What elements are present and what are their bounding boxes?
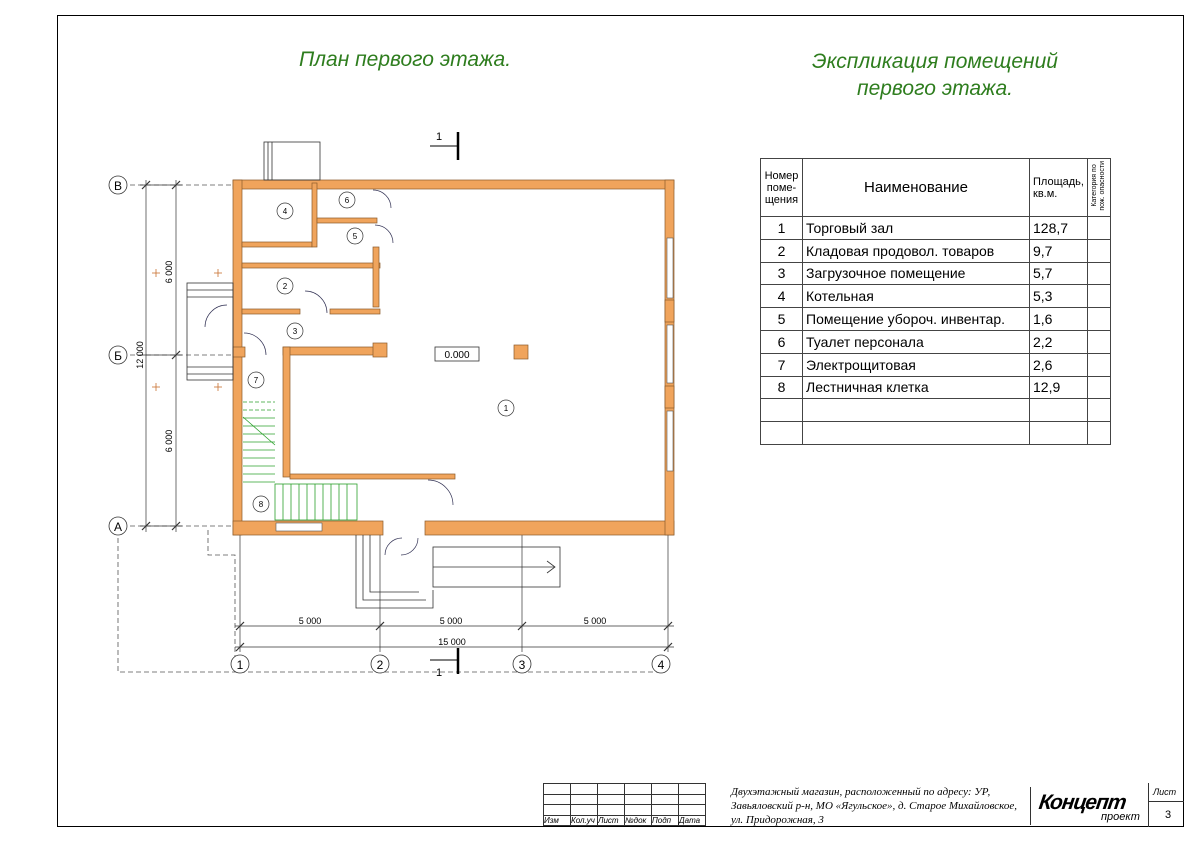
company-logo: Концепт проект bbox=[1030, 787, 1149, 825]
room-bubble bbox=[338, 191, 356, 209]
stamp-col-label: №док bbox=[624, 814, 652, 826]
stamp-cell bbox=[678, 793, 706, 805]
room-area: 1,6 bbox=[1029, 307, 1088, 331]
stamp-cell bbox=[678, 804, 706, 816]
room-category bbox=[1086, 421, 1111, 445]
room-number-label: 1 bbox=[504, 404, 509, 413]
stairs bbox=[242, 401, 358, 521]
axis-col-2: 2 bbox=[377, 658, 384, 672]
stamp-cell bbox=[570, 793, 598, 805]
stamp-cell bbox=[543, 783, 571, 795]
room-area: 5,3 bbox=[1029, 284, 1088, 309]
room-number-label: 7 bbox=[254, 376, 259, 385]
header-room-name: Наименование bbox=[802, 158, 1030, 217]
room-bubble bbox=[286, 322, 304, 340]
table-row bbox=[760, 398, 1111, 423]
room-name bbox=[802, 421, 1030, 445]
explication-title: Экспликация помещений первого этажа. bbox=[780, 48, 1090, 102]
section-mark-bottom: 1 bbox=[436, 667, 442, 679]
explication-title-line-2: первого этажа. bbox=[857, 77, 1013, 100]
dim-total: 15 000 bbox=[438, 637, 466, 647]
stamp-cell bbox=[624, 793, 652, 805]
stamp-col-label: Изм bbox=[543, 814, 571, 826]
stamp-cell bbox=[678, 783, 706, 795]
axis-row-v: В bbox=[114, 179, 122, 193]
room-number-label: 6 bbox=[345, 196, 350, 205]
room-bubble bbox=[276, 277, 294, 295]
room-name: Загрузочное помещение bbox=[802, 261, 1030, 286]
stamp-cell bbox=[597, 783, 625, 795]
sheet-number: 3 bbox=[1165, 809, 1172, 821]
dim-2-3: 5 000 bbox=[440, 616, 463, 626]
stamp-cell bbox=[624, 804, 652, 816]
sheet-label: Лист bbox=[1153, 787, 1177, 797]
stamp-col-label: Лист bbox=[597, 814, 625, 826]
room-name: Туалет персонала bbox=[802, 329, 1030, 354]
room-bubble bbox=[497, 399, 515, 417]
level-mark: 0.000 bbox=[444, 350, 469, 361]
axis-row-b: Б bbox=[114, 349, 122, 363]
stamp-cell bbox=[543, 804, 571, 816]
sheet-number-box: Лист 3 bbox=[1148, 783, 1184, 827]
plan-title: План первого этажа. bbox=[298, 48, 512, 71]
room-area: 2,2 bbox=[1029, 329, 1088, 354]
dim-3-4: 5 000 bbox=[584, 616, 607, 626]
stamp-cell bbox=[651, 804, 679, 816]
room-name: Лестничная клетка bbox=[802, 375, 1030, 400]
axis-col-4: 4 bbox=[658, 658, 665, 672]
room-area: 12,9 bbox=[1029, 375, 1088, 400]
drawing-frame bbox=[57, 15, 1184, 827]
table-row bbox=[760, 421, 1111, 445]
stamp-cell bbox=[597, 793, 625, 805]
header-area: Площадь,кв.м. bbox=[1029, 158, 1088, 217]
room-number-label: 4 bbox=[283, 207, 288, 216]
room-bubble bbox=[346, 227, 364, 245]
room-number-label: 3 bbox=[293, 327, 298, 336]
dim-v-upper: 6 000 bbox=[164, 261, 174, 284]
project-description: Двухэтажный магазин, расположенный по ад… bbox=[731, 786, 1018, 826]
stamp-col-label: Дата bbox=[678, 814, 706, 826]
stamp-cell bbox=[597, 804, 625, 816]
dim-v-lower: 6 000 bbox=[164, 430, 174, 453]
stamp-cell bbox=[570, 783, 598, 795]
axis-col-3: 3 bbox=[519, 658, 526, 672]
room-area: 128,7 bbox=[1029, 216, 1088, 240]
stamp-cell bbox=[624, 783, 652, 795]
room-bubble bbox=[247, 371, 265, 389]
stamp-col-label: Подп bbox=[651, 814, 679, 826]
room-bubble bbox=[276, 202, 294, 220]
stamp-cell bbox=[543, 793, 571, 805]
axis-col-1: 1 bbox=[237, 658, 244, 672]
room-number-label: 2 bbox=[283, 282, 288, 291]
room-number-label: 8 bbox=[259, 500, 264, 509]
stamp-cell bbox=[570, 804, 598, 816]
room-number-label: 5 bbox=[353, 232, 358, 241]
room-bubble bbox=[252, 495, 270, 513]
section-mark-top: 1 bbox=[436, 131, 442, 143]
explication-title-line-1: Экспликация помещений bbox=[812, 50, 1058, 73]
dim-1-2: 5 000 bbox=[299, 616, 322, 626]
stamp-cell bbox=[651, 793, 679, 805]
axis-row-a: А bbox=[114, 520, 122, 534]
stamp-col-label: Кол.уч bbox=[570, 814, 598, 826]
dim-v-total: 12 000 bbox=[135, 341, 145, 369]
stamp-cell bbox=[651, 783, 679, 795]
